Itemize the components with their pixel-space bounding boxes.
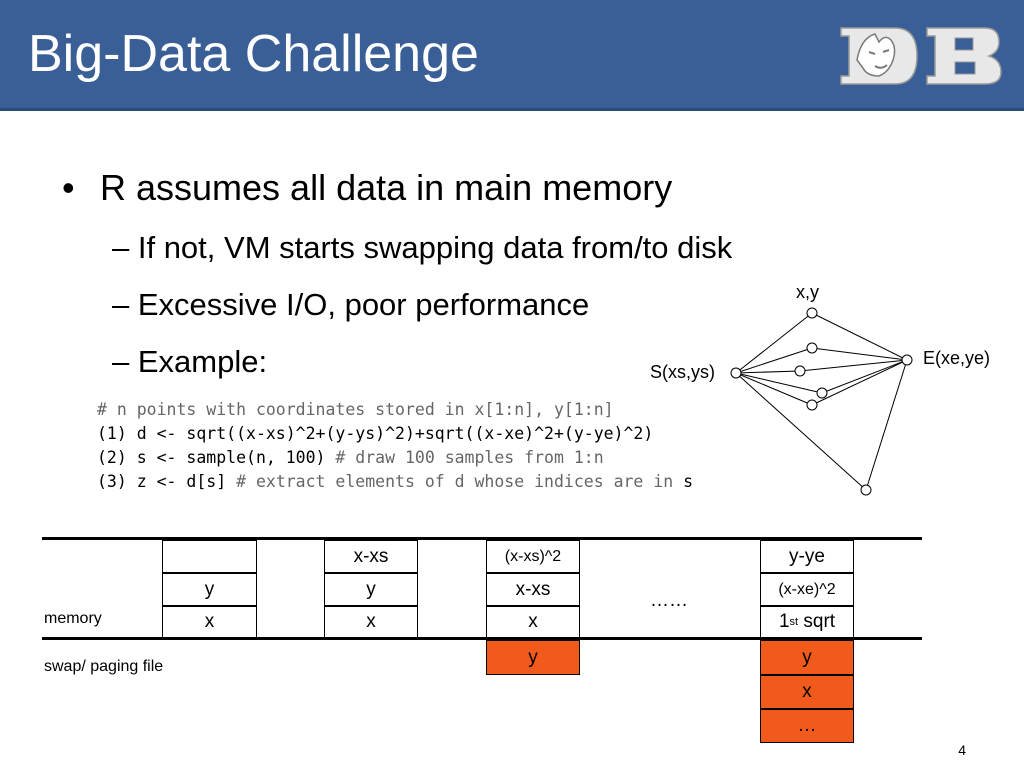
- sqrt-number: 1: [778, 611, 790, 632]
- memory-cell: x: [162, 606, 257, 638]
- memory-label: memory: [44, 610, 102, 627]
- code-block: # n points with coordinates stored in x[…: [97, 398, 693, 494]
- swap-cell: x: [760, 675, 854, 709]
- bullet-dot: •: [62, 167, 75, 208]
- point: [860, 484, 872, 496]
- memory-cell: y-ye: [760, 540, 854, 573]
- code-line-2: (2) s <- sample(n, 100) # draw 100 sampl…: [97, 446, 693, 470]
- memory-top-line: [42, 537, 922, 540]
- code-text: (3) z <- d[s]: [97, 472, 237, 491]
- memory-cell: (x-xs)^2: [486, 540, 580, 573]
- point-s: [730, 367, 742, 379]
- swap-cell: y: [760, 640, 854, 675]
- point-xy: [806, 307, 818, 319]
- code-text: (2) s <- sample(n, 100): [97, 448, 336, 467]
- code-comment: # extract elements of d whose indices ar…: [236, 472, 684, 491]
- slide-title: Big-Data Challenge: [28, 25, 479, 83]
- point-graph: x,y S(xs,ys) E(xe,ye): [640, 280, 1024, 500]
- swap-cell: y: [486, 640, 580, 675]
- sub-bullet-3: – Example:: [112, 344, 268, 379]
- memory-cell: x-xs: [324, 540, 418, 573]
- sqrt-text: sqrt: [798, 611, 836, 632]
- sub-bullet-1: – If not, VM starts swapping data from/t…: [112, 230, 733, 265]
- page-number: 4: [958, 742, 966, 758]
- memory-cell: x-xs: [486, 573, 580, 606]
- graph-svg: [730, 307, 913, 496]
- code-comment: # draw 100 samples from 1:n: [335, 448, 604, 467]
- label-xy: x,y: [796, 282, 820, 302]
- code-line-3: (3) z <- d[s] # extract elements of d wh…: [97, 470, 693, 494]
- code-comment: # n points with coordinates stored in x[…: [97, 400, 614, 419]
- code-line-0: # n points with coordinates stored in x[…: [97, 398, 693, 422]
- swap-cell: …: [760, 709, 854, 743]
- ellipsis: ……: [650, 590, 688, 611]
- memory-cell: x: [324, 606, 418, 638]
- point: [816, 387, 828, 399]
- bullet-main: • R assumes all data in main memory: [62, 170, 672, 206]
- memory-cell: x: [486, 606, 580, 638]
- point-e: [901, 354, 913, 366]
- point: [794, 365, 806, 377]
- label-end: E(xe,ye): [923, 348, 991, 368]
- sub-bullet-2: – Excessive I/O, poor performance: [112, 287, 590, 322]
- point: [806, 342, 818, 354]
- memory-cell: y: [324, 573, 418, 606]
- sqrt-superscript: st: [789, 616, 799, 628]
- memory-cell: (x-xe)^2: [760, 573, 854, 606]
- swap-label: swap/ paging file: [44, 658, 164, 675]
- memory-bottom-line: [42, 637, 922, 640]
- duke-logo: [840, 27, 1002, 85]
- bullet-main-text: R assumes all data in main memory: [100, 167, 673, 208]
- label-start: S(xs,ys): [650, 362, 715, 382]
- slide-header: Big-Data Challenge: [0, 0, 1024, 111]
- memory-cell: [162, 540, 257, 573]
- point: [806, 399, 818, 411]
- code-text: s: [683, 472, 694, 491]
- code-line-1: (1) d <- sqrt((x-xs)^2+(y-ys)^2)+sqrt((x…: [97, 424, 654, 443]
- memory-cell: y: [162, 573, 257, 606]
